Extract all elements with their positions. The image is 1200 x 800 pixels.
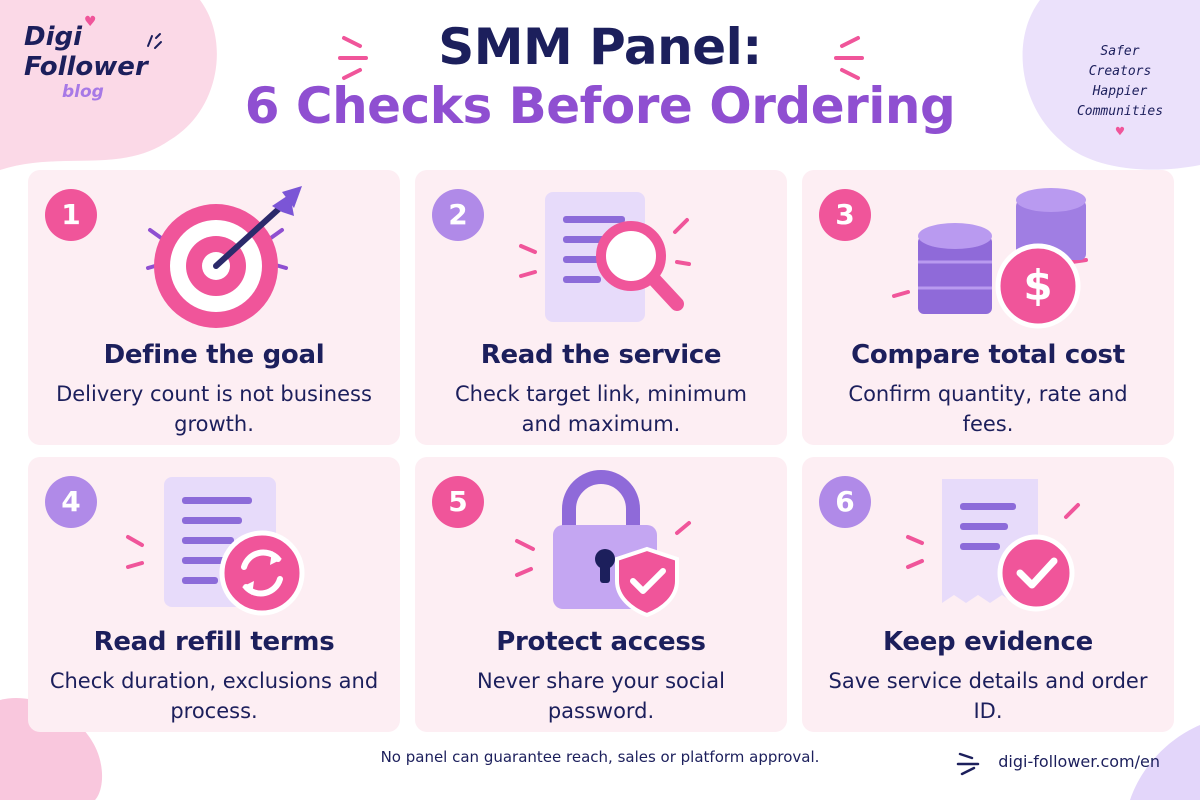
top-right-blob [1022,0,1200,170]
step-number: 1 [45,189,97,241]
tagline-line: Safer [1100,44,1140,59]
website-sparkle-icon [956,752,980,776]
tagline-line: Happier [1092,84,1148,99]
tagline-line: Communities [1076,104,1164,119]
page-title: SMM Panel: 6 Checks Before Ordering [0,18,1200,136]
title-sparkle-left-icon [338,36,368,80]
padlock-shield-icon [515,470,691,618]
check-body: Confirm quantity, rate and fees. [848,382,1128,436]
check-title: Keep evidence [882,627,1094,657]
website-link[interactable]: digi-follower.com/en [998,752,1160,771]
check-title: Read refill terms [93,627,335,657]
check-card-3: 3 $ Compare total cost Confirm quantity,… [802,170,1174,445]
step-number: 5 [432,476,484,528]
brand-line-2: Follower [24,52,148,82]
tagline-line: Creators [1088,64,1152,79]
check-card-6: 6 Keep evidence Save service details and… [802,457,1174,732]
footer-disclaimer: No panel can guarantee reach, sales or p… [380,748,820,766]
check-body: Delivery count is not business growth. [56,382,372,436]
check-title: Define the goal [103,340,325,370]
check-body: Check duration, exclusions and process. [49,669,379,723]
check-title: Compare total cost [851,340,1125,370]
heart-icon: ♥ [84,14,97,30]
tagline: Safer Creators Happier Communities ♥ [1060,42,1180,142]
sparkle-icon [147,33,162,49]
check-title: Read the service [480,340,722,370]
step-number: 4 [45,476,97,528]
check-body: Never share your social password. [477,669,725,723]
check-body: Save service details and order ID. [828,669,1148,723]
check-card-4: 4 Read refill terms Check duration, excl… [28,457,400,732]
step-number: 3 [819,189,871,241]
document-refresh-icon [126,477,305,616]
step-number: 6 [819,476,871,528]
check-title: Protect access [496,627,706,657]
bottom-right-blob [1130,725,1200,800]
heart-icon: ♥ [1115,124,1125,140]
check-body: Check target link, minimum and maximum. [455,382,747,436]
title-sparkle-right-icon [834,36,864,80]
brand-line-3: blog [62,82,104,102]
target-arrow-icon [146,186,302,328]
document-magnifier-icon [519,192,691,322]
title-line-1: SMM Panel: [438,18,762,76]
checks-grid: 1 Define the goal Delivery count is not … [28,170,1174,732]
receipt-check-icon [906,479,1080,612]
check-card-1: 1 Define the goal Delivery count is not … [28,170,400,445]
check-card-5: 5 Protect access Never share your social… [415,457,787,732]
coins-dollar-icon: $ [892,188,1088,329]
brand-line-1: Digi [24,22,83,52]
top-left-blob [0,0,217,170]
brand-logo[interactable]: ♥ Digi Follower blog [24,14,174,102]
title-line-2: 6 Checks Before Ordering [244,77,956,135]
check-card-2: 2 Read the service Check target link, mi… [415,170,787,445]
step-number: 2 [432,189,484,241]
svg-text:$: $ [1023,261,1052,310]
